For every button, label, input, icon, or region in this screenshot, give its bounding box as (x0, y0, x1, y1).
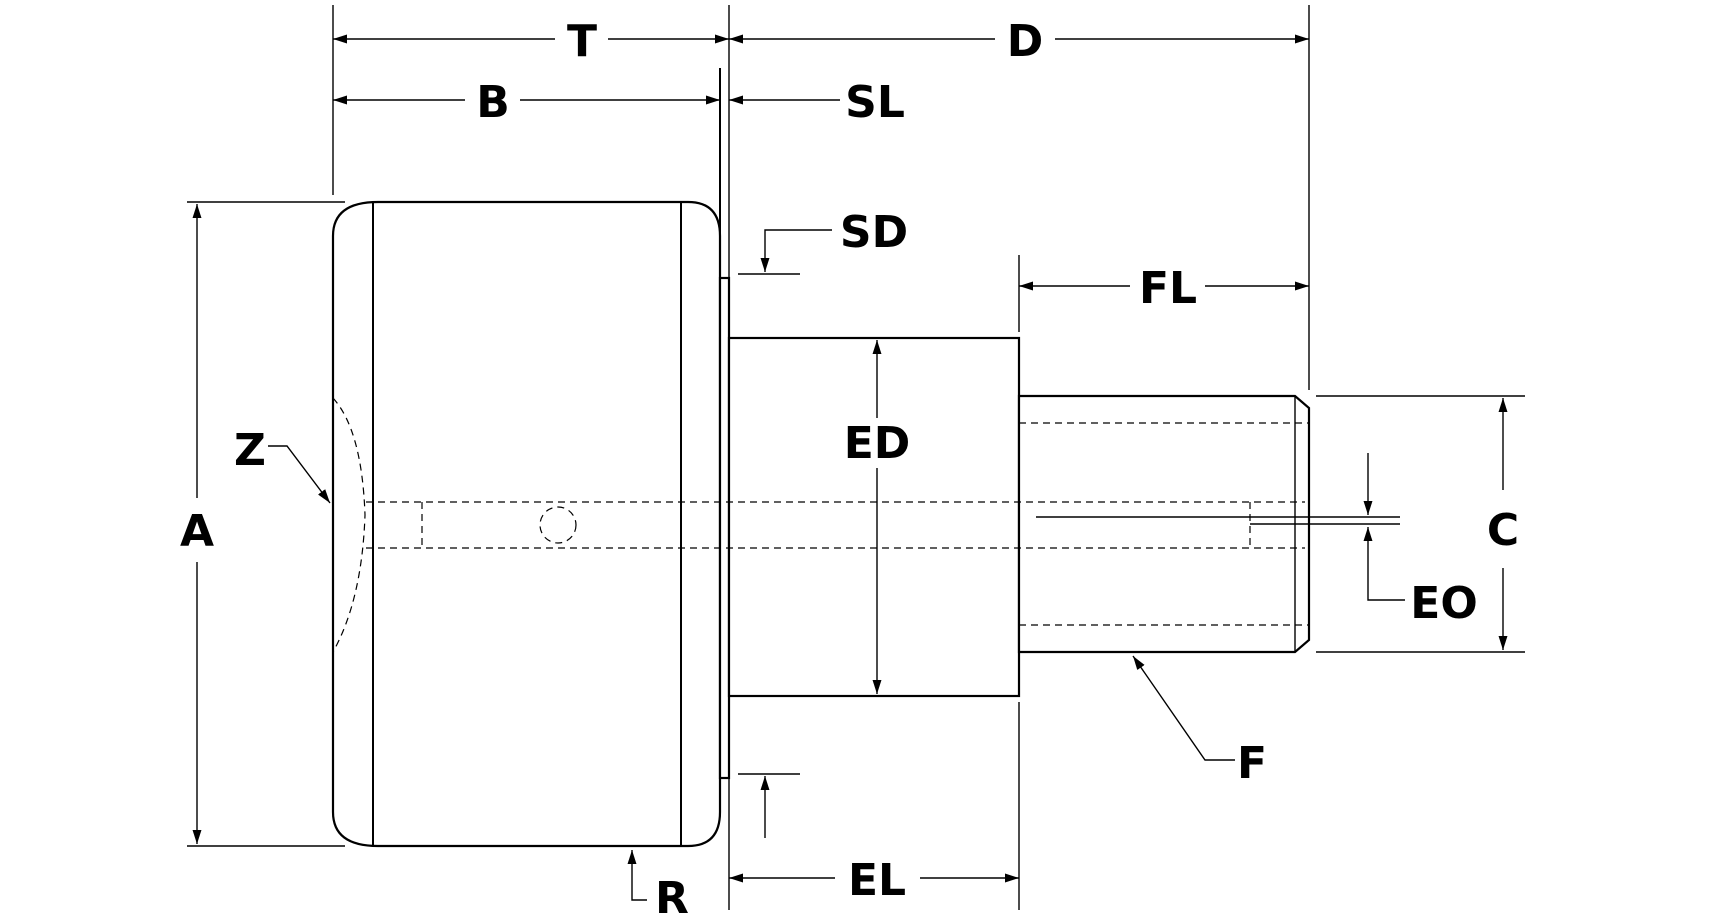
label-EL: EL (848, 855, 906, 906)
label-F: F (1237, 738, 1267, 789)
label-D: D (1007, 16, 1044, 67)
dimension-lines (192, 34, 1508, 901)
label-T: T (567, 16, 597, 67)
stud-flange (718, 68, 731, 780)
label-B: B (476, 77, 510, 128)
stud-eccentric-body (727, 336, 1021, 698)
dim-R-leader (627, 850, 647, 901)
label-C: C (1487, 505, 1519, 556)
label-EO: EO (1410, 578, 1477, 629)
threaded-shank (1017, 394, 1311, 654)
dim-SD-leader (760, 229, 832, 272)
label-R: R (655, 873, 689, 917)
crown-hidden-line (332, 397, 366, 653)
dim-F-leader (1132, 655, 1235, 761)
roller (331, 200, 722, 848)
roller-outline (331, 200, 722, 848)
dim-Z-leader (268, 445, 331, 504)
cross-hole (539, 506, 577, 544)
label-A: A (180, 506, 214, 557)
label-FL: FL (1139, 263, 1197, 314)
label-SL: SL (845, 77, 905, 128)
flange-plate (718, 276, 731, 780)
label-SD: SD (840, 207, 908, 258)
label-Z: Z (234, 425, 266, 476)
dim-EO-bottom (1363, 527, 1405, 601)
dimension-labels: T D B SL SD FL ED Z A C EO F EL R (180, 16, 1519, 917)
label-ED: ED (844, 418, 911, 469)
lube-passage (366, 501, 1400, 549)
extension-lines (187, 5, 1525, 910)
